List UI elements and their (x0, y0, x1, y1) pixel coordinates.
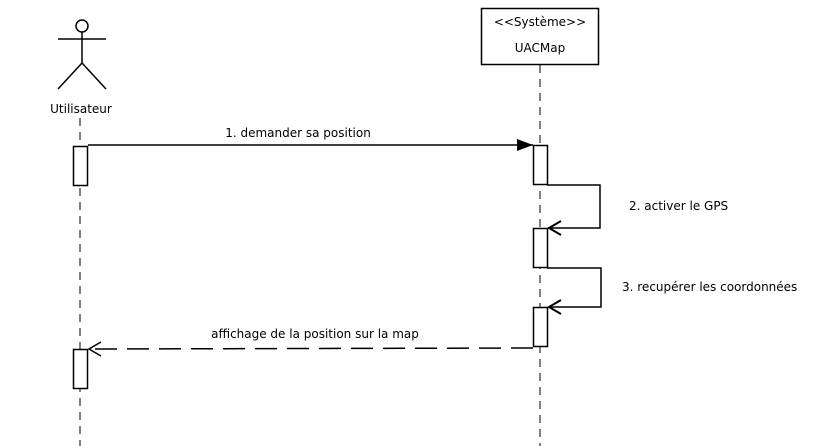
system-stereotype: <<Système>> (494, 15, 586, 29)
system-box (480, 7, 600, 66)
message-3-label: 3. recupérer les coordonnées (622, 280, 797, 294)
actor-head (75, 19, 89, 33)
message-2-label: 2. activer le GPS (629, 199, 728, 213)
actor-leg-right (81, 62, 107, 90)
message-3-arrow (547, 267, 602, 308)
actor-activation-1 (72, 145, 89, 187)
message-4-arrowhead (87, 341, 102, 357)
actor-figure (57, 19, 107, 90)
message-2-arrowhead (547, 220, 562, 236)
actor-activation-2 (72, 348, 89, 390)
system-name: UACMap (515, 41, 565, 55)
system-activation-2 (532, 227, 549, 269)
actor-label: Utilisateur (50, 102, 112, 116)
message-1-label: 1. demander sa position (225, 126, 371, 140)
message-4-label: affichage de la position sur la map (211, 327, 419, 341)
system-activation-1 (532, 144, 549, 186)
message-3-arrowhead (547, 299, 562, 315)
message-4-arrow (89, 347, 534, 350)
system-activation-3 (532, 306, 549, 348)
message-2-arrow (547, 184, 601, 229)
actor-leg-left (57, 62, 83, 90)
